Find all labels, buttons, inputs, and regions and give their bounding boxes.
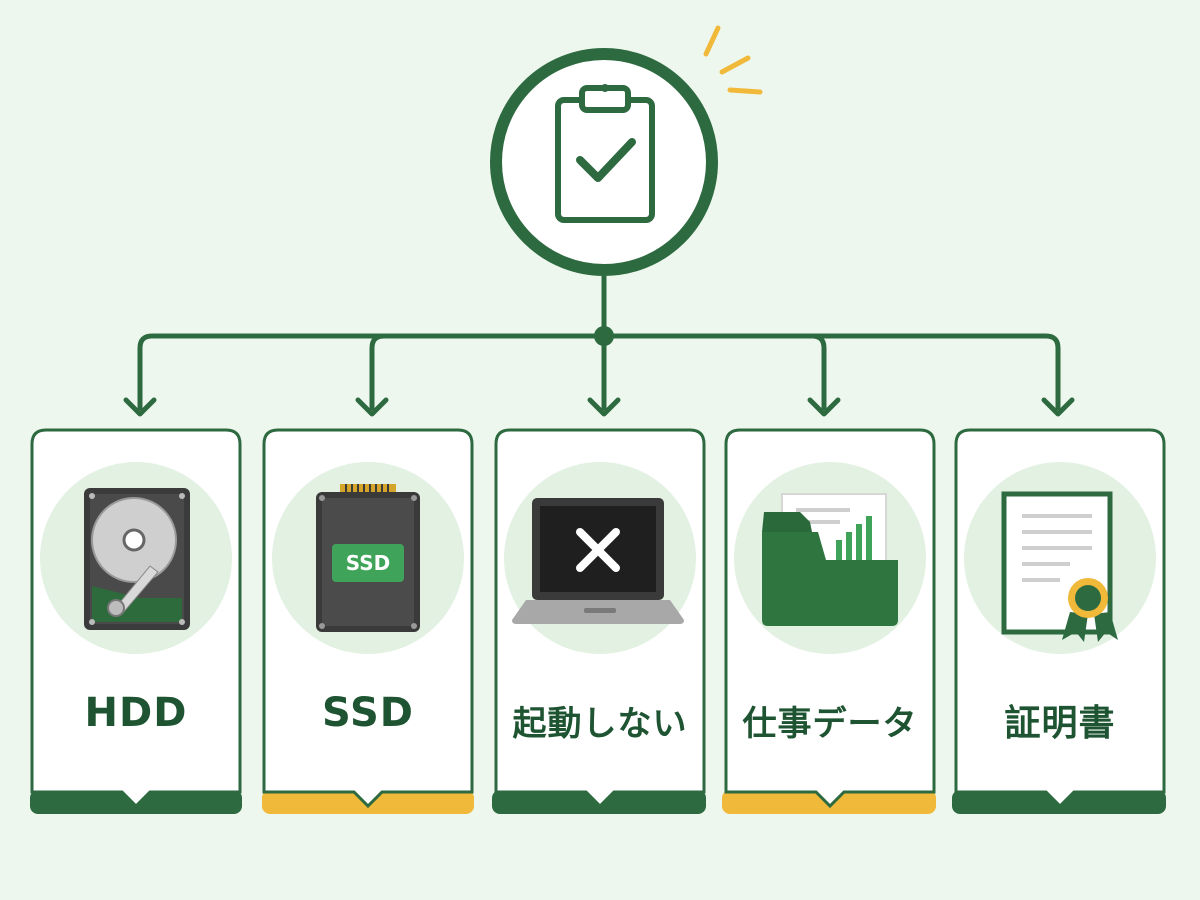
hdd-icon	[84, 488, 190, 630]
certificate-icon	[1001, 491, 1118, 642]
card-no-boot[interactable]	[492, 428, 706, 814]
ssd-icon	[316, 484, 420, 632]
card-label-work-data: 仕事データ	[742, 704, 918, 744]
folder-data-icon	[762, 493, 898, 626]
card-ssd[interactable]	[262, 428, 474, 814]
card-label-certificate: 証明書	[1004, 703, 1116, 744]
card-label-hdd: HDD	[84, 690, 188, 736]
card-certificate[interactable]	[952, 428, 1166, 814]
card-label-no-boot: 起動しない	[512, 704, 688, 744]
junction-dot	[594, 326, 614, 346]
card-label-ssd: SSD	[321, 690, 415, 736]
card-work-data[interactable]	[722, 428, 936, 814]
laptop-error-icon	[512, 498, 684, 624]
sparkle-icon	[703, 25, 763, 95]
card-hdd[interactable]	[30, 428, 242, 814]
center-clipboard-node	[490, 48, 718, 276]
arrowheads	[123, 397, 1075, 417]
ssd-chip-label: SSD	[345, 551, 391, 575]
clipboard-check-icon	[555, 84, 655, 223]
